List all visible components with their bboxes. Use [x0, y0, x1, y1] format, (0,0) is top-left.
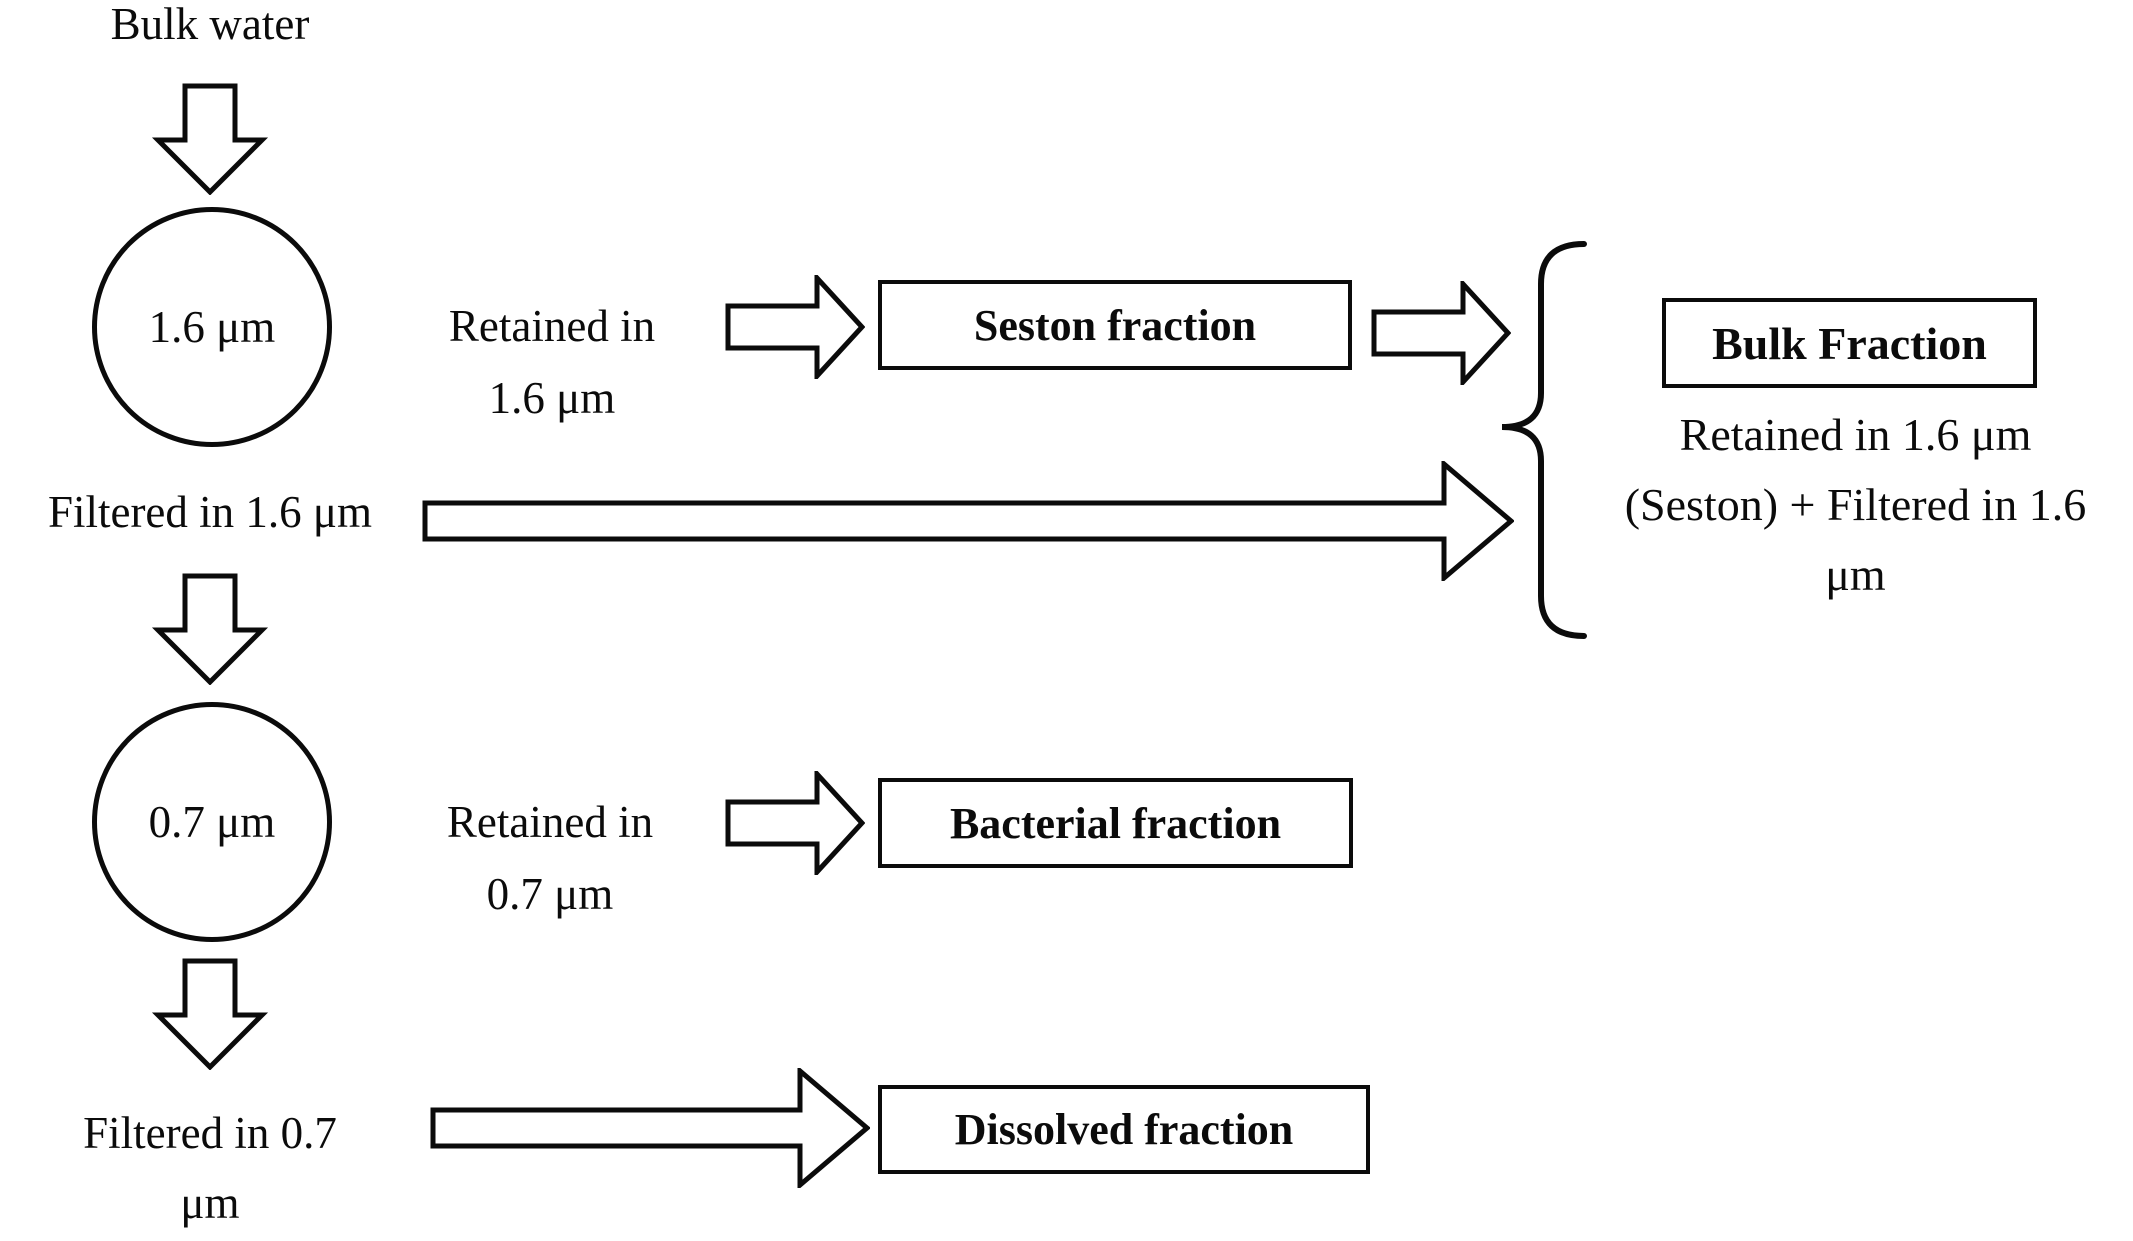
filter-1_6um-circle: 1.6 μm: [92, 207, 332, 447]
retained-1_6um-label: Retained in 1.6 μm: [448, 301, 656, 423]
filter-0_7um-label: 0.7 μm: [148, 797, 276, 847]
long-right-arrow-icon: [422, 461, 1514, 581]
bacterial-fraction-box: Bacterial fraction: [878, 778, 1353, 868]
bulk-water-label: Bulk water: [110, 0, 310, 49]
long-right-arrow-icon: [430, 1068, 870, 1188]
filter-0_7um-circle: 0.7 μm: [92, 702, 332, 942]
right-arrow-icon: [725, 771, 865, 875]
down-arrow-icon: [148, 958, 272, 1070]
down-arrow-icon: [148, 83, 272, 195]
right-arrow-icon: [725, 275, 865, 379]
bulk-fraction-box: Bulk Fraction: [1662, 298, 2037, 388]
right-arrow-icon: [1371, 281, 1511, 385]
down-arrow-icon: [148, 573, 272, 685]
filtered-0_7um-label: Filtered in 0.7 μm: [83, 1108, 337, 1228]
retained-0_7um-label: Retained in 0.7 μm: [446, 797, 654, 919]
curly-brace-icon: [1494, 240, 1590, 640]
bulk-fraction-description: Retained in 1.6 μm (Seston) + Filtered i…: [1624, 409, 2087, 600]
dissolved-fraction-box: Dissolved fraction: [878, 1085, 1370, 1174]
seston-fraction-box: Seston fraction: [878, 280, 1352, 370]
filter-1_6um-label: 1.6 μm: [148, 302, 276, 352]
filtered-1_6um-label: Filtered in 1.6 μm: [47, 487, 373, 537]
